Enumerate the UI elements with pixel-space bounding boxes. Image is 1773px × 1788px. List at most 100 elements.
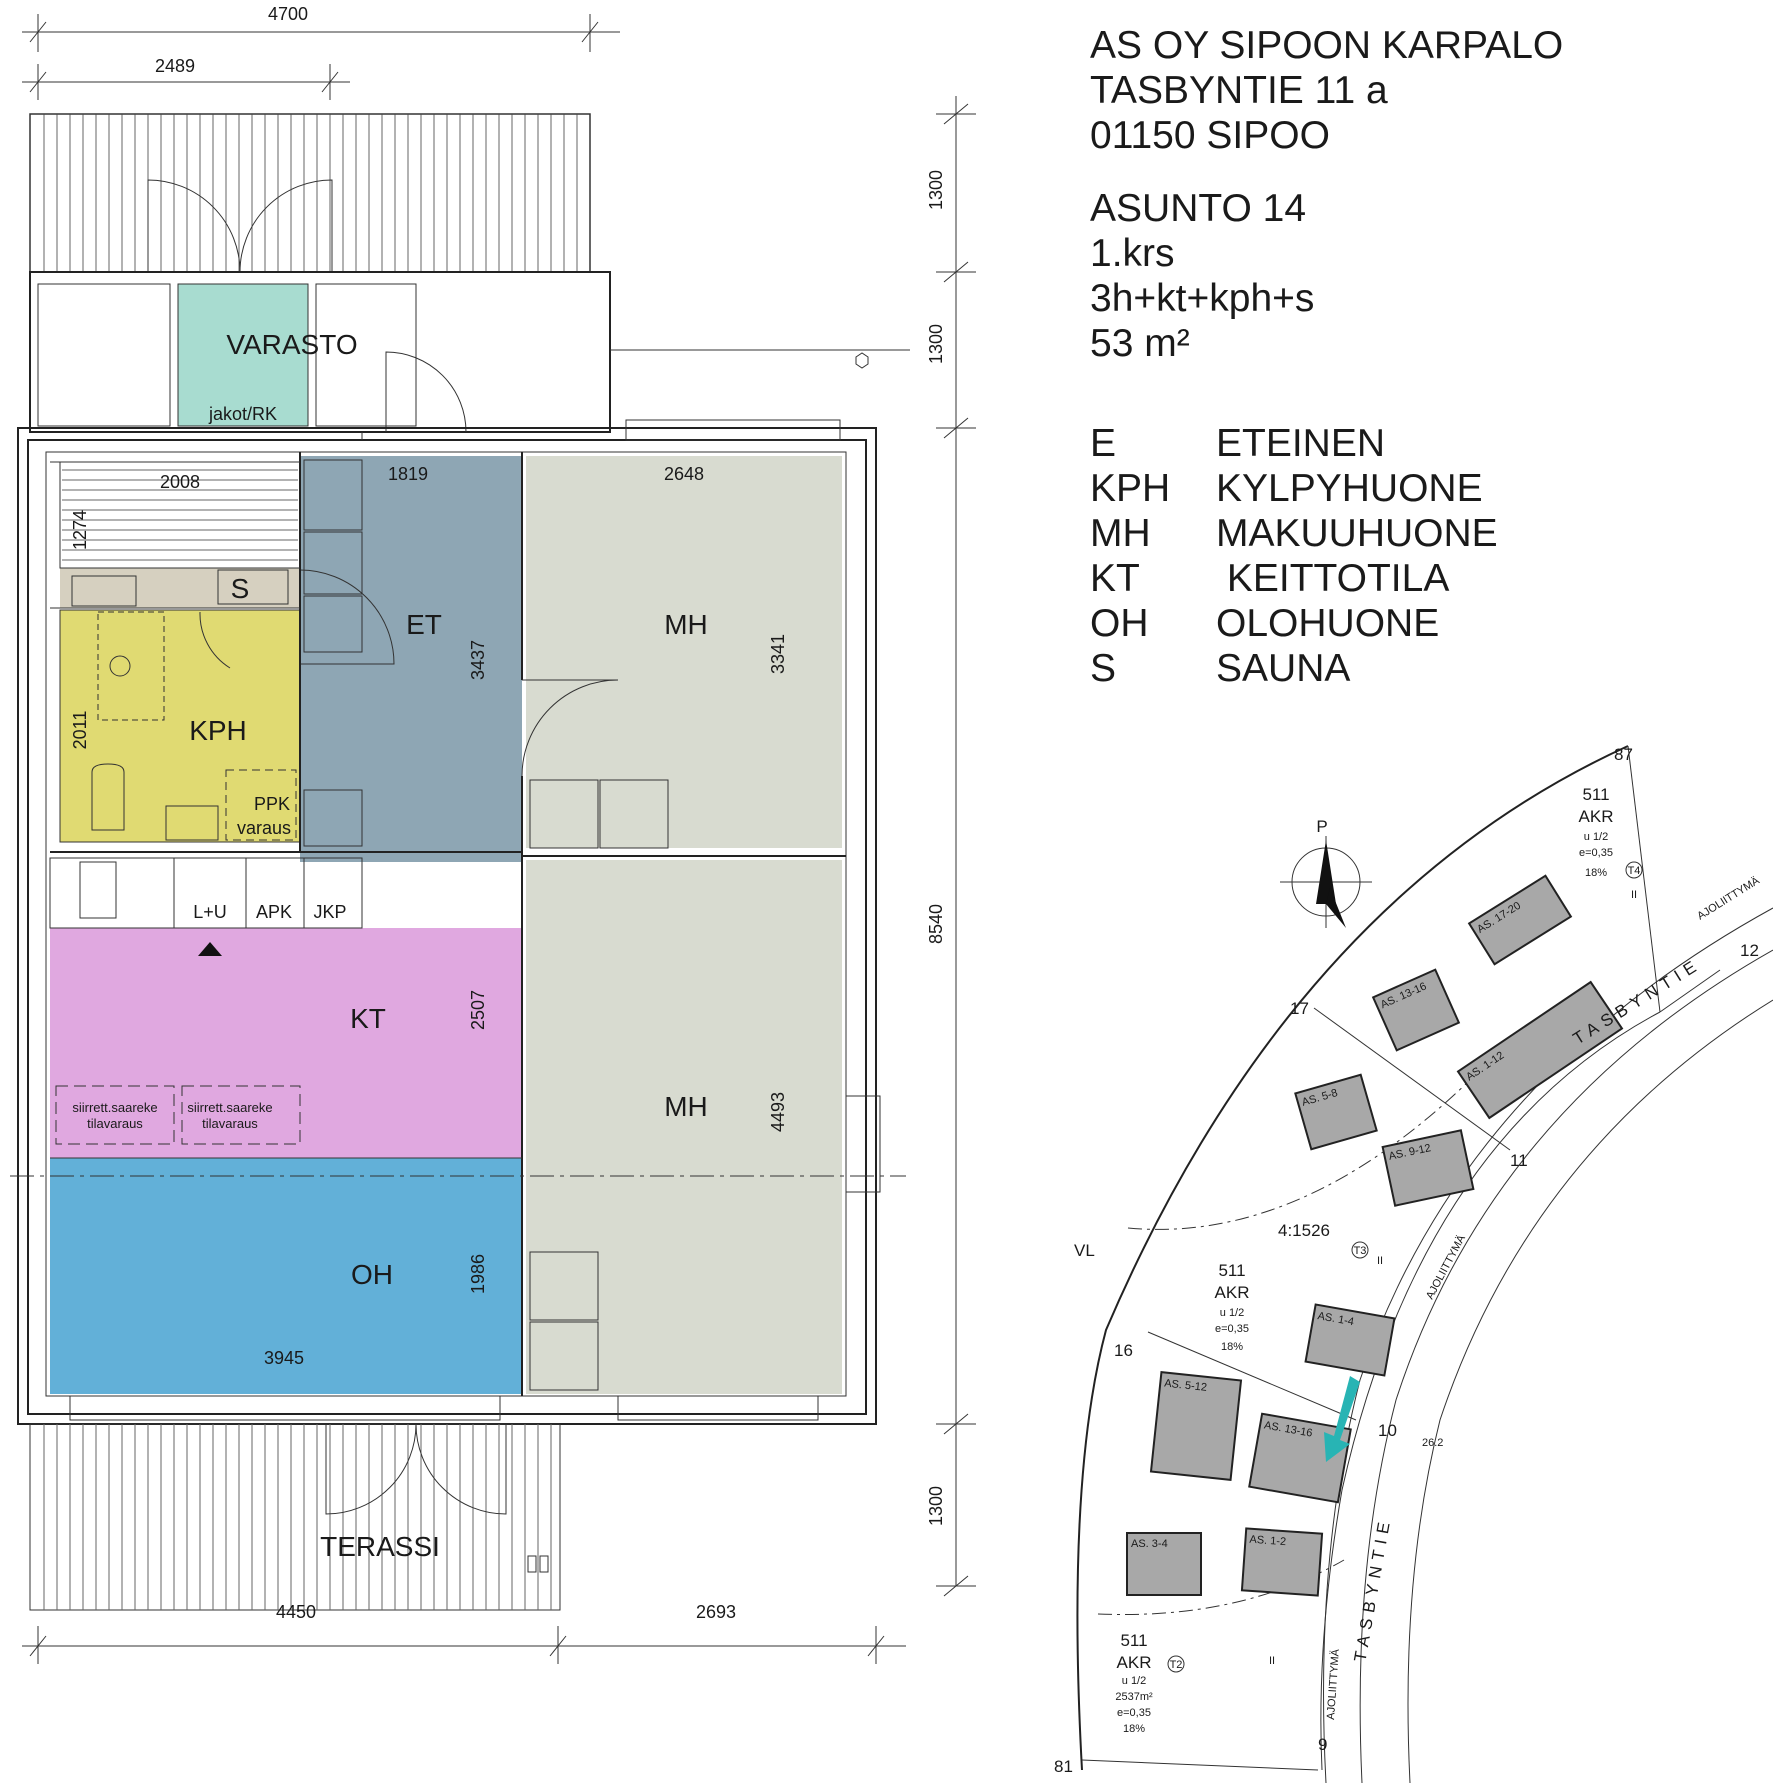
map-building-shape: [1381, 1129, 1475, 1207]
map-building-shape: [1467, 874, 1573, 966]
map-building-label: AS. 5-12: [1164, 1377, 1208, 1393]
label-jkp: JKP: [313, 902, 346, 922]
block-mid-e: 18%: [1221, 1341, 1243, 1353]
room-kph: KPH: [189, 715, 247, 746]
block-mid-d: e=0,35: [1215, 1323, 1249, 1335]
dim-3437: 3437: [468, 640, 488, 680]
kitchen-counter: L+U APK JKP: [49, 857, 363, 956]
map-n11: 11: [1510, 1151, 1528, 1170]
block-bot-b: AKR: [1117, 1653, 1152, 1672]
map-building-b1: AS. 17-20: [1467, 874, 1573, 966]
dim-2008: 2008: [160, 472, 200, 492]
header-company: AS OY SIPOON KARPALO: [1090, 24, 1563, 67]
legend-name-5: SAUNA: [1216, 647, 1350, 690]
room-s: S: [231, 573, 250, 604]
top-door-swings: [147, 179, 333, 273]
storage-row: VARASTO jakot/RK: [29, 271, 910, 433]
block-bot-r: II: [1269, 1655, 1275, 1667]
dim-1300-a: 1300: [926, 170, 946, 210]
map-building-b9: AS. 3-4: [1126, 1532, 1202, 1596]
map-n16: 16: [1114, 1341, 1133, 1360]
header-unit: ASUNTO 14: [1090, 187, 1306, 230]
map-building-b8: AS. 13-16: [1248, 1412, 1352, 1504]
map-building-b10: AS. 1-2: [1240, 1527, 1324, 1597]
fill-kt: [50, 928, 522, 1158]
label-jakot: jakot/RK: [208, 404, 277, 424]
block-top-b: AKR: [1579, 807, 1614, 826]
block-top-r: II: [1631, 889, 1637, 901]
fill-sauna-bench: [60, 568, 300, 608]
interior-walls: [50, 452, 846, 1396]
legend-code-1: KPH: [1090, 467, 1170, 510]
block-mid-r: II: [1377, 1255, 1383, 1267]
sauna: S 2008 1274: [59, 461, 301, 607]
island-2-label-b: tilavaraus: [202, 1116, 258, 1131]
dim-2648: 2648: [664, 464, 704, 484]
map-h262: 26.2: [1422, 1437, 1443, 1449]
room-varasto: VARASTO: [226, 329, 357, 360]
label-varaus: varaus: [237, 818, 291, 838]
room-mh-top: MH: [664, 609, 708, 640]
dim-4450: 4450: [276, 1602, 316, 1622]
room-oh: OH: [351, 1259, 393, 1290]
road-name-bottom: TASBYNTIE: [1350, 1515, 1394, 1663]
room-kt: KT: [350, 1003, 386, 1034]
header-floor: 1.krs: [1090, 232, 1175, 275]
block-top-t: T4: [1628, 865, 1641, 877]
map-building-b6: AS. 1-4: [1304, 1303, 1396, 1377]
legend-name-2: MAKUUHUONE: [1216, 512, 1498, 555]
dim-2489: 2489: [155, 56, 195, 76]
dim-1300-b: 1300: [926, 324, 946, 364]
entry-area: ET 1819 3437: [299, 459, 488, 847]
block-top-c: u 1/2: [1584, 831, 1608, 843]
island-2-label: siirrett.saareke: [187, 1100, 272, 1115]
kitchen-arrow-marker: [198, 942, 222, 956]
dim-3945: 3945: [264, 1348, 304, 1368]
block-bot-f: 18%: [1123, 1723, 1145, 1735]
fill-oh: [50, 1158, 522, 1394]
top-dimensions: 4700 2489: [22, 4, 620, 100]
dim-4493: 4493: [768, 1092, 788, 1132]
map-building-shape: [1149, 1370, 1243, 1482]
header-layout: 3h+kt+kph+s: [1090, 277, 1314, 320]
dim-2693: 2693: [696, 1602, 736, 1622]
fill-mh-top: [526, 456, 842, 848]
road-ajo-1: AJOLIITTYMÄ: [1695, 874, 1762, 922]
fill-kph: [60, 610, 300, 842]
map-building-shape: [1294, 1073, 1378, 1151]
block-mid-t: T3: [1354, 1245, 1367, 1257]
map-building-b3: AS. 1-12: [1456, 980, 1624, 1120]
legend-code-2: MH: [1090, 512, 1151, 555]
map-building-shape: [1304, 1303, 1396, 1377]
kph-fixtures: KPH PPK varaus 2011: [59, 609, 301, 843]
room-et: ET: [406, 609, 442, 640]
block-bot-e: e=0,35: [1117, 1707, 1151, 1719]
map-n9: 9: [1318, 1735, 1327, 1754]
legend: E ETEINEN KPH KYLPYHUONE MH MAKUUHUONE K…: [1090, 422, 1498, 690]
map-building-shape: [1126, 1532, 1202, 1596]
road-ajo-3: AJOLIITTYMÄ: [1325, 1648, 1342, 1720]
block-bot-a: 511: [1120, 1631, 1147, 1650]
block-top-a: 511: [1582, 785, 1609, 804]
map-building-shape: [1240, 1527, 1324, 1597]
location-marker-arrow: [1324, 1376, 1360, 1462]
island-1-label-b: tilavaraus: [87, 1116, 143, 1131]
block-mid-b: AKR: [1215, 1283, 1250, 1302]
living-room: OH 1986 3945: [264, 1254, 488, 1368]
kitchen: KT 2507 siirrett.saareke tilavaraus siir…: [55, 990, 488, 1145]
bedroom-bottom: MH 4493: [529, 1091, 788, 1391]
dim-1274: 1274: [70, 510, 90, 550]
label-lu: L+U: [193, 902, 227, 922]
legend-code-4: OH: [1090, 602, 1149, 645]
dim-1300-c: 1300: [926, 1486, 946, 1526]
road-ajo-2: AJOLIITTYMÄ: [1424, 1233, 1468, 1302]
bedroom-top: MH 2648 3341: [521, 464, 788, 849]
room-mh-bottom: MH: [664, 1091, 708, 1122]
legend-name-1: KYLPYHUONE: [1216, 467, 1483, 510]
map-north: P: [1316, 817, 1327, 836]
map-building-label: AS. 3-4: [1131, 1538, 1168, 1550]
room-fills: [50, 456, 842, 1394]
block-bot-d: 2537m²: [1115, 1691, 1153, 1703]
map-building-shape: [1371, 968, 1461, 1052]
